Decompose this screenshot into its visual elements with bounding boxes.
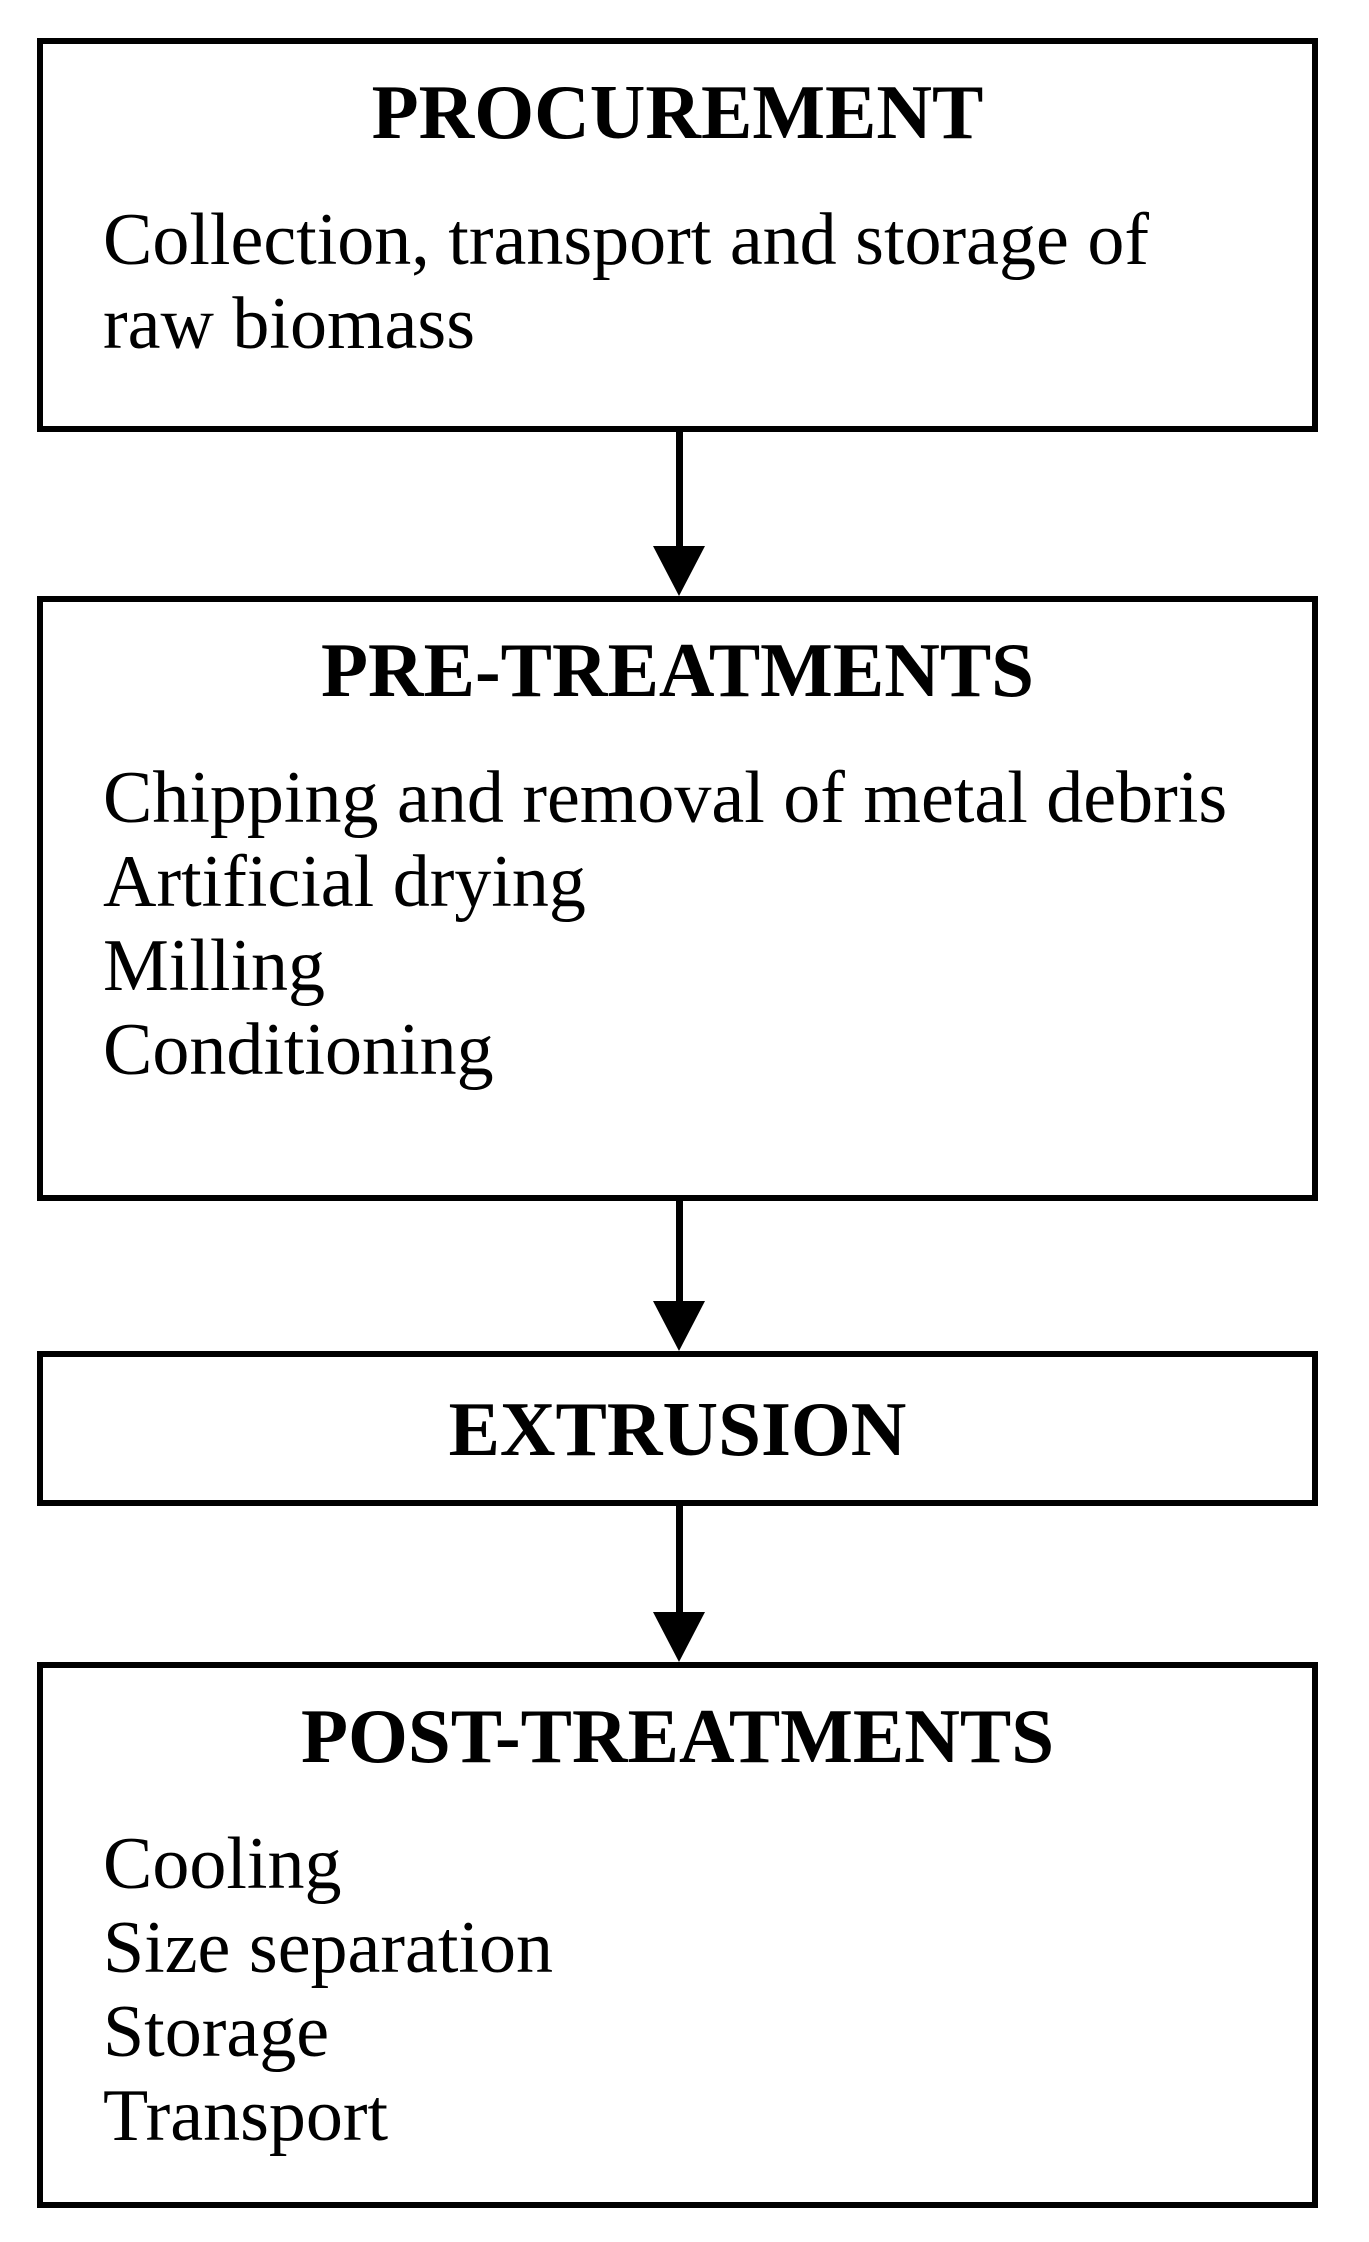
- arrow-tail: [676, 432, 683, 548]
- box-procurement: PROCUREMENT Collection, transport and st…: [37, 38, 1318, 432]
- box-post-treatments-title: POST-TREATMENTS: [300, 1693, 1055, 1779]
- body-line: Size separation: [103, 1907, 553, 1989]
- body-line: Transport: [103, 2075, 389, 2157]
- body-line: Artificial drying: [103, 841, 586, 923]
- body-line: Milling: [103, 925, 326, 1007]
- body-line: Collection, transport and storage of raw…: [103, 199, 1150, 365]
- box-procurement-body: Collection, transport and storage of raw…: [103, 198, 1183, 366]
- body-line: Chipping and removal of metal debris: [103, 757, 1228, 839]
- box-extrusion-title: EXTRUSION: [448, 1385, 907, 1472]
- arrow-tail: [676, 1201, 683, 1303]
- arrow-head-down-icon: [653, 1612, 705, 1662]
- box-extrusion: EXTRUSION: [37, 1351, 1318, 1506]
- arrow-head-down-icon: [653, 1301, 705, 1351]
- arrow-head-down-icon: [653, 546, 705, 596]
- box-pre-treatments: PRE-TREATMENTS Chipping and removal of m…: [37, 596, 1318, 1201]
- box-pre-treatments-title: PRE-TREATMENTS: [320, 627, 1035, 713]
- body-line: Conditioning: [103, 1009, 494, 1091]
- body-line: Cooling: [103, 1823, 342, 1905]
- box-procurement-title: PROCUREMENT: [371, 69, 984, 155]
- arrow-tail: [676, 1506, 683, 1614]
- body-line: Storage: [103, 1991, 330, 2073]
